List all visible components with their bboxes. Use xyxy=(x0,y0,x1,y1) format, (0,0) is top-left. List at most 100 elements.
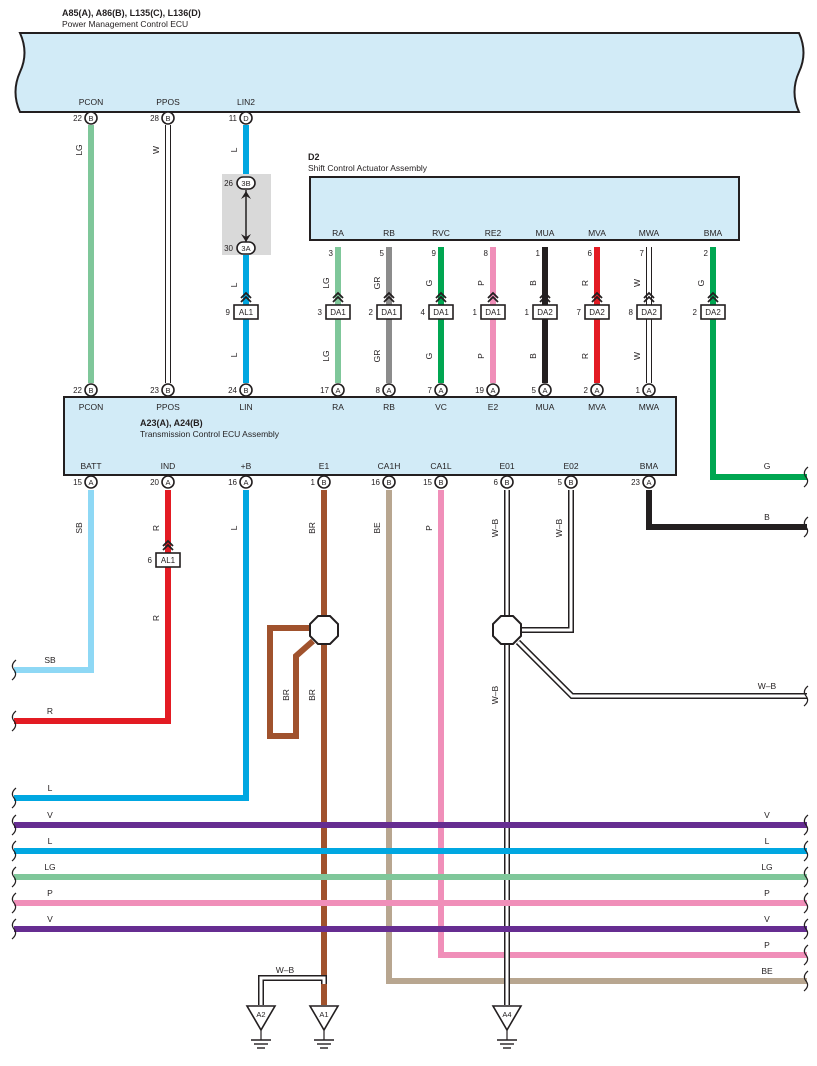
actuator-subtitle: Shift Control Actuator Assembly xyxy=(308,163,428,173)
ecu-mid-bottom-pin-ca1h-num: 16 xyxy=(371,478,380,487)
ecu-mid-top-pin-mua-ring xyxy=(538,383,552,397)
actuator-pin-num: 5 xyxy=(380,249,385,258)
inline-connector-num: 2 xyxy=(369,308,374,317)
ecu-mid-top-pin-pcon-ring xyxy=(84,383,98,397)
actuator-pin-num: 3 xyxy=(329,249,334,258)
wire-color-label: L xyxy=(229,282,239,287)
ecu-mid-top-pin-ppos-num: 23 xyxy=(150,386,159,395)
wire-color-label: LG xyxy=(321,277,331,288)
shift-control-actuator: D2 Shift Control Actuator Assembly RA3RB… xyxy=(308,152,740,258)
wire-batt-sb xyxy=(14,490,94,673)
ecu-mid-bottom-pin-ca1h-conn: B xyxy=(386,478,391,487)
ecu-mid-top-pin-rb: A8 xyxy=(376,383,396,397)
ecu-top-pin-label: LIN2 xyxy=(237,97,255,107)
actuator-pin-num: 8 xyxy=(484,249,489,258)
ecu-mid-top-pin-label: VC xyxy=(435,402,447,412)
ecu-top-pin-pcon-num: 22 xyxy=(73,114,82,123)
splices xyxy=(309,615,522,645)
ecu-mid-bottom-pin-label: E02 xyxy=(563,461,578,471)
ground-a1: A1 xyxy=(308,1005,340,1049)
wire-color-label: G xyxy=(424,353,434,360)
ecu-top-pin-label: PCON xyxy=(79,97,104,107)
ecu-top-pin-lin2-num: 11 xyxy=(229,114,238,123)
inline-connector-num: 8 xyxy=(629,308,634,317)
ecu-mid-bottom-pin-label: E1 xyxy=(319,461,330,471)
ecu-top-pin-ppos-ring xyxy=(161,111,175,125)
ecu-mid-top-pin-rb-num: 8 xyxy=(376,386,381,395)
power-management-ecu: A85(A), A86(B), L135(C), L136(D) Power M… xyxy=(14,8,805,125)
ecu-mid-top-pin-mua-num: 5 xyxy=(532,386,537,395)
ecu-top-pin-pcon-ring xyxy=(84,111,98,125)
inline-connector-num: 2 xyxy=(693,308,698,317)
wire-color-label: LG xyxy=(321,350,331,361)
ecu-mid-top-pin-label: RB xyxy=(383,402,395,412)
wire-color-label: L xyxy=(229,352,239,357)
ecu-mid-top-pin-vc-conn: A xyxy=(438,386,443,395)
inline-connector-num: 1 xyxy=(473,308,478,317)
ecu-mid-top-pin-lin-num: 24 xyxy=(228,386,237,395)
splice-e1 xyxy=(309,615,339,645)
ecu-mid-top-pin-label: LIN xyxy=(239,402,252,412)
ecu-top-title: A85(A), A86(B), L135(C), L136(D) xyxy=(62,8,201,18)
ecu-mid-top-pin-mva: A2 xyxy=(584,383,604,397)
wire-color-label: LG xyxy=(44,862,55,872)
ecu-mid-top-pin-ppos: B23 xyxy=(150,383,175,397)
ecu-mid-top-pin-label: MVA xyxy=(588,402,606,412)
wire-color-label: V xyxy=(47,914,53,924)
ecu-mid-bottom-pin-label: BMA xyxy=(640,461,659,471)
ecu-top-pin-lin2: D11 xyxy=(229,111,253,125)
ecu-mid-bottom-pin-batt-num: 15 xyxy=(73,478,82,487)
wire-color-label: V xyxy=(764,914,770,924)
ecu-mid-bottom-pin-e01-ring xyxy=(500,475,514,489)
junction-arrow-down xyxy=(241,234,251,242)
actuator-pin-re2: RE2 xyxy=(485,228,502,238)
wire-color-label: R xyxy=(580,353,590,359)
ecu-top-pin-ppos-conn: B xyxy=(165,114,170,123)
inline-connector-name: AL1 xyxy=(239,308,254,317)
ecu-mid-bottom-pin-bma: A23 xyxy=(631,475,656,489)
splice-e01 xyxy=(492,615,522,645)
ecu-mid-subtitle: Transmission Control ECU Assembly xyxy=(140,429,280,439)
ecu-mid-bottom-pin-label: BATT xyxy=(80,461,101,471)
inline-connector-name: DA1 xyxy=(330,308,346,317)
wire-layer xyxy=(14,125,807,1005)
ecu-mid-top-pin-label: E2 xyxy=(488,402,499,412)
wire-color-label: LG xyxy=(761,862,772,872)
ecu-mid-bottom-pin-plus-b: A16 xyxy=(228,475,253,489)
wire-cut-marks xyxy=(11,466,809,992)
ecu-mid-top-pin-mwa-ring xyxy=(642,383,656,397)
ecu-mid-top-pin-pcon-num: 22 xyxy=(73,386,82,395)
actuator-title: D2 xyxy=(308,152,320,162)
wire-e1-br-loop xyxy=(267,625,315,739)
ecu-mid-bottom-pin-batt-conn: A xyxy=(88,478,93,487)
ecu-mid-top-pin-label: PCON xyxy=(79,402,104,412)
ecu-mid-top-pin-label: RA xyxy=(332,402,344,412)
ecu-mid-bottom-pin-e01: B6 xyxy=(494,475,514,489)
svg-text:30: 30 xyxy=(224,244,233,253)
ecu-mid-bottom-pin-label: IND xyxy=(161,461,176,471)
inline-connector-name: DA1 xyxy=(485,308,501,317)
inline-connector-num: 7 xyxy=(577,308,582,317)
wire-color-label: BE xyxy=(372,522,382,534)
inline-connector-name: DA1 xyxy=(433,308,449,317)
ecu-top-pin-lin2-ring xyxy=(239,111,253,125)
ecu-mid-bottom-pin-label: +B xyxy=(241,461,252,471)
ecu-mid-top-pin-e2-ring xyxy=(486,383,500,397)
wire-color-label: BR xyxy=(307,689,317,701)
ecu-mid-top-pin-mua: A5 xyxy=(532,383,552,397)
ecu-mid-bottom-pin-e02-num: 5 xyxy=(558,478,563,487)
wire-color-label: W xyxy=(151,146,161,154)
wire-color-label: R xyxy=(151,525,161,531)
wire-color-label: L xyxy=(765,836,770,846)
